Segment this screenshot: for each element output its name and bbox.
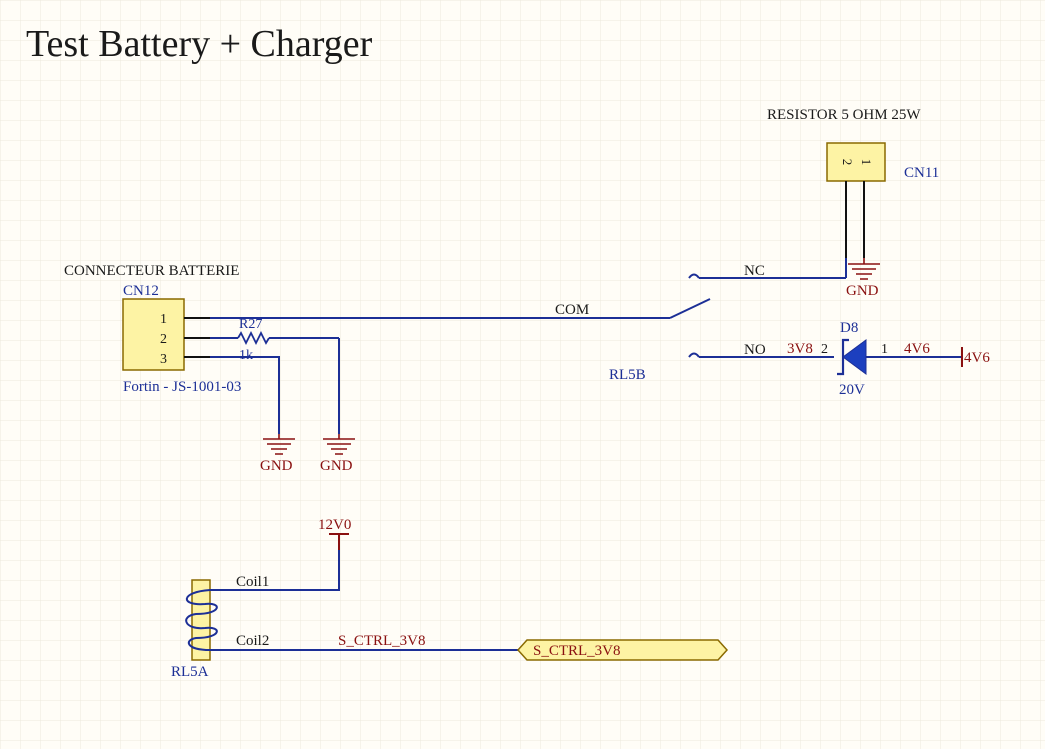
cn12-designator: CN12 xyxy=(123,283,159,299)
cn11-body xyxy=(826,142,886,182)
net-label-4v6: 4V6 xyxy=(904,341,930,357)
cn12-pin-3-label: 3 xyxy=(160,352,167,367)
power-port-12v0-label: 12V0 xyxy=(318,517,351,533)
nc-contact xyxy=(688,273,700,279)
d8-pin-1-label: 1 xyxy=(881,342,888,357)
cn12-body xyxy=(122,298,185,371)
rl5a-winding xyxy=(185,589,218,651)
d8-designator: D8 xyxy=(840,320,858,336)
r27-designator: R27 xyxy=(239,317,262,332)
sheet-title: Test Battery + Charger xyxy=(26,23,373,65)
cn11-connector[interactable]: RESISTOR 5 OHM 25W 2 1 CN11 xyxy=(767,107,939,258)
rl5a-designator: RL5A xyxy=(171,664,209,680)
cn11-designator: CN11 xyxy=(904,165,939,181)
rl5b-designator: RL5B xyxy=(609,367,646,383)
cn11-note: RESISTOR 5 OHM 25W xyxy=(767,107,921,123)
coil1-label: Coil1 xyxy=(236,574,269,590)
gnd-label: GND xyxy=(260,458,293,474)
coil1-wire xyxy=(210,550,340,591)
relay-rl5b[interactable]: NC COM NO RL5B xyxy=(555,258,847,383)
gnd-label: GND xyxy=(846,283,879,299)
cn12-pin-2-label: 2 xyxy=(160,332,167,347)
resistor-r27[interactable]: R27 1k xyxy=(210,317,339,363)
cn12-pin-1-label: 1 xyxy=(160,312,167,327)
port-shape xyxy=(516,639,729,661)
gnd-label: GND xyxy=(320,458,353,474)
net-label-3v8: 3V8 xyxy=(787,341,813,357)
d8-value: 20V xyxy=(839,382,865,398)
r27-value: 1k xyxy=(239,348,253,363)
coil2-label: Coil2 xyxy=(236,633,269,649)
net-label-s-ctrl: S_CTRL_3V8 xyxy=(338,633,426,649)
com-label: COM xyxy=(555,302,589,318)
cn12-connector[interactable]: CONNECTEUR BATTERIE CN12 1 2 3 Fortin - … xyxy=(64,263,241,395)
gnd-symbol-pin3: GND xyxy=(260,434,295,474)
gnd-symbol-r27: GND xyxy=(320,434,355,474)
d8-pin-2-label: 2 xyxy=(821,342,828,357)
no-label: NO xyxy=(744,342,766,358)
cn11-pin-2-label: 2 xyxy=(840,159,855,166)
power-port-4v6: 4V6 xyxy=(961,347,990,367)
port-s-ctrl-3v8[interactable]: S_CTRL_3V8 xyxy=(516,639,729,661)
pin3-wire xyxy=(210,356,280,434)
cn12-note: CONNECTEUR BATTERIE xyxy=(64,263,239,279)
com-arm xyxy=(669,298,711,319)
no-contact xyxy=(688,352,700,358)
nc-label: NC xyxy=(744,263,765,279)
r27-zigzag xyxy=(237,330,270,346)
relay-rl5a-coil[interactable]: Coil1 Coil2 RL5A xyxy=(171,550,518,680)
port-label: S_CTRL_3V8 xyxy=(533,643,621,659)
cn12-part: Fortin - JS-1001-03 xyxy=(123,379,241,395)
power-port-4v6-label: 4V6 xyxy=(964,350,990,366)
rl5a-body xyxy=(191,579,211,661)
cn11-pin-1-label: 1 xyxy=(859,159,874,166)
power-port-12v0: 12V0 xyxy=(318,517,351,550)
zener-diode-d8[interactable]: D8 2 1 20V xyxy=(821,320,962,398)
gnd-symbol-cn11: GND xyxy=(846,258,880,299)
